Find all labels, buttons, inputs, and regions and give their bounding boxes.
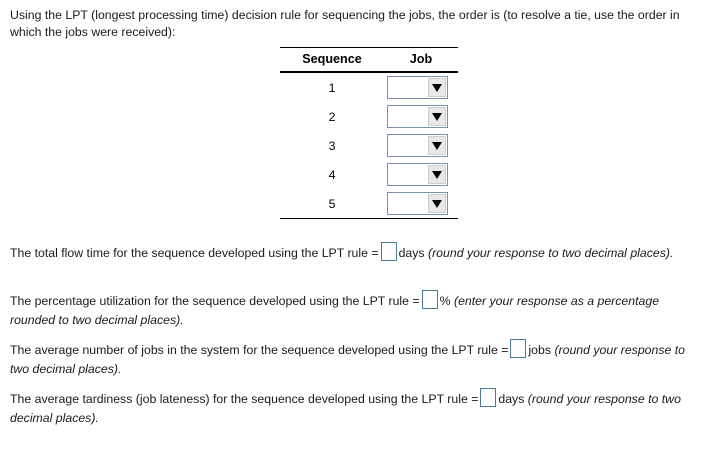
job-cell [384,102,458,131]
job-dropdown-2[interactable] [387,105,448,128]
job-dropdown-2-button[interactable] [428,107,446,126]
job-dropdown-3[interactable] [387,134,448,157]
question-3-note-inline: (round your [554,343,618,357]
answer-input-average-jobs[interactable] [510,339,527,358]
chevron-down-icon [432,199,442,208]
question-2-lead: The percentage utilization for the seque… [10,294,420,308]
job-cell [384,72,458,102]
sequence-number: 3 [328,138,336,153]
question-average-tardiness: The average tardiness (job lateness) for… [10,388,706,428]
table-row: 4 [280,160,458,189]
question-4-lead: The average tardiness (job lateness) for… [10,392,479,406]
answer-input-total-flow-time[interactable] [380,242,397,261]
job-cell [384,160,458,189]
table-header-row: Sequence Job [280,47,458,73]
table-row: 5 [280,189,458,219]
question-1-lead: The total flow time for the sequence dev… [10,246,379,260]
question-2-note-wrap: rounded to two decimal places). [10,313,184,327]
table-row: 1 [280,72,458,102]
question-2-note-inline: (enter your response as a percentage [453,294,660,308]
question-percentage-utilization: The percentage utilization for the seque… [10,290,706,330]
job-dropdown-5-button[interactable] [428,194,446,213]
job-dropdown-3-button[interactable] [428,136,446,155]
job-dropdown-4-button[interactable] [428,165,446,184]
question-4-unit: days [498,392,525,406]
answer-input-percentage-utilization[interactable] [421,290,438,309]
question-1-note-inline: (round your response to two decimal [427,246,627,260]
sequence-number: 4 [328,167,336,182]
question-1-unit: days [398,246,425,260]
sequence-table-container: Sequence Job 1 [280,47,458,219]
sequence-job-table: Sequence Job 1 [280,47,458,219]
column-header-job: Job [384,47,458,73]
question-4-note-inline: (round your response to [527,392,659,406]
question-4-note-wrap: two decimal places). [10,392,681,425]
table-body: 1 2 [280,72,458,219]
job-cell [384,131,458,160]
sequence-number: 2 [328,109,336,124]
table-row: 2 [280,102,458,131]
question-3-note-wrap: response to two decimal places). [10,343,686,376]
table-row: 3 [280,131,458,160]
job-dropdown-5[interactable] [387,192,448,215]
question-3-lead: The average number of jobs in the system… [10,343,509,357]
table-header: Sequence Job [280,47,458,73]
answer-input-average-tardiness[interactable] [480,388,497,407]
sequence-number: 1 [328,80,336,95]
question-total-flow-time: The total flow time for the sequence dev… [10,242,706,263]
sequence-number: 5 [280,189,384,219]
question-1-note-wrap: places). [630,246,674,260]
job-dropdown-4[interactable] [387,163,448,186]
job-dropdown-1-button[interactable] [428,78,446,97]
job-cell [384,189,458,219]
chevron-down-icon [432,170,442,179]
column-header-sequence: Sequence [280,47,384,73]
job-dropdown-1[interactable] [387,76,448,99]
question-3-unit: jobs [528,343,552,357]
chevron-down-icon [432,83,442,92]
chevron-down-icon [432,141,442,150]
chevron-down-icon [432,112,442,121]
question-average-jobs-in-system: The average number of jobs in the system… [10,339,706,379]
question-2-unit: % [439,294,451,308]
intro-paragraph: Using the LPT (longest processing time) … [10,8,680,39]
